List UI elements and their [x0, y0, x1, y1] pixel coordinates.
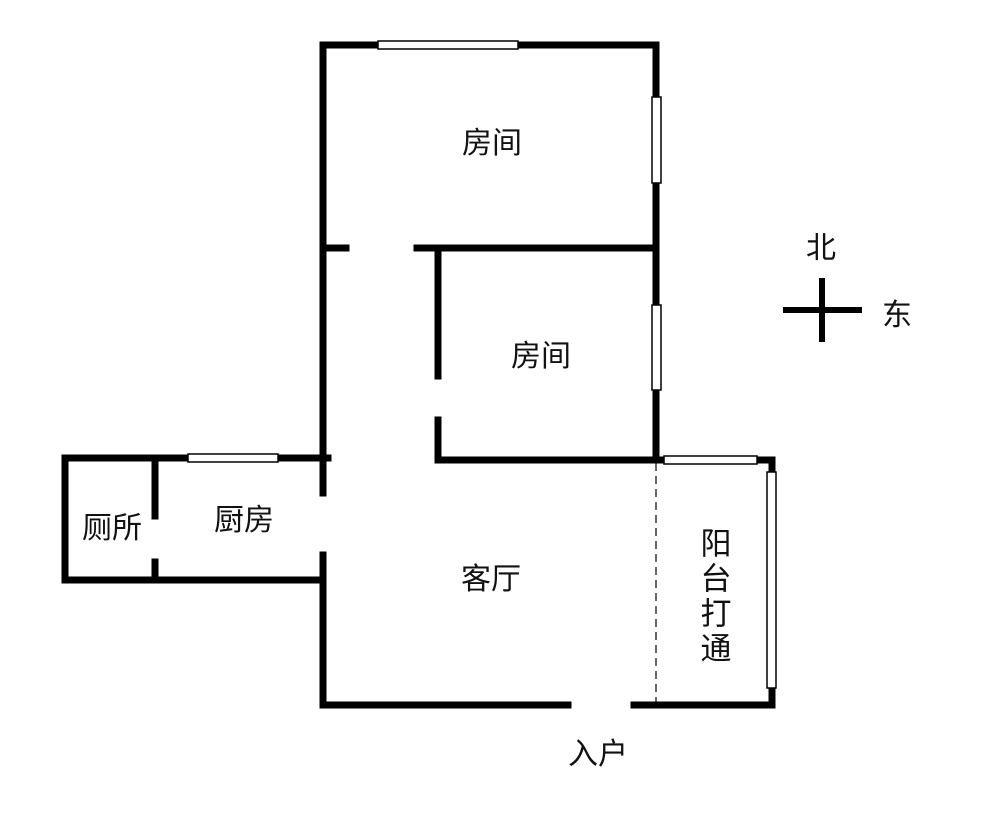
window: [651, 96, 662, 184]
room-label-balcony: 阳台打通: [694, 527, 731, 667]
walls: [61, 41, 776, 709]
windows: [187, 40, 777, 689]
room-label-bedroom-south: 房间: [511, 339, 571, 374]
room-label-bedroom-north: 房间: [462, 126, 522, 161]
room-label-living-room: 客厅: [461, 562, 521, 597]
window: [651, 304, 662, 391]
compass-cross-icon: [783, 278, 862, 342]
room-label-kitchen: 厨房: [214, 503, 274, 538]
window: [187, 453, 279, 463]
entrance-label: 入户: [568, 737, 628, 772]
compass-east-label: 东: [882, 298, 912, 333]
window: [377, 40, 519, 50]
window: [766, 471, 777, 689]
compass-north-label: 北: [806, 231, 836, 266]
room-label-toilet: 厕所: [82, 511, 142, 546]
window: [663, 455, 758, 465]
